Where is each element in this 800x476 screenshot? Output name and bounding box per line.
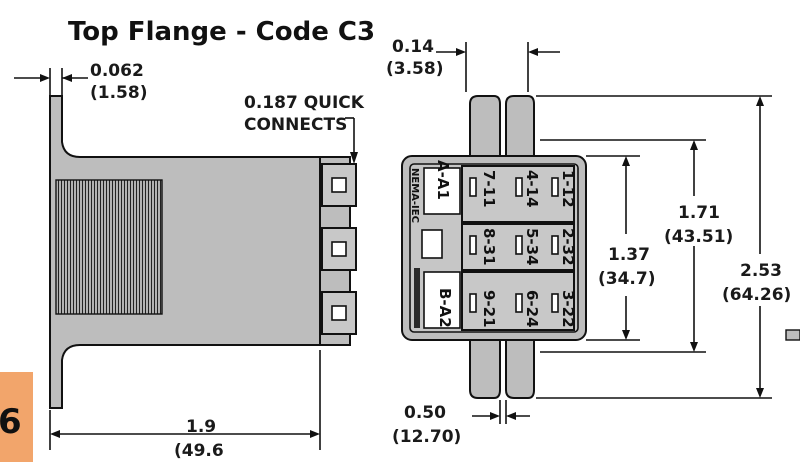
side-view: 0.062 (1.58) 0.187 QUICK CONNECTS 1.9 (4… <box>14 61 365 461</box>
coil-block-bottom <box>423 271 461 329</box>
front-bottom-tab-left <box>469 339 501 399</box>
page-number: 6 <box>0 402 22 442</box>
indicator-bar <box>414 268 420 328</box>
terminal-slots <box>469 177 559 313</box>
terminal-5-34: 5-34 <box>523 228 541 266</box>
coil-block-top <box>423 167 461 215</box>
mid-height-mm-label: (43.51) <box>664 227 733 247</box>
terminal-slot-top <box>331 177 347 193</box>
coil-bottom-label: B-A2 <box>436 288 454 328</box>
vent-grille <box>55 179 163 315</box>
tab-width-mm-label: (3.58) <box>386 59 443 79</box>
flange-thickness-label: 0.062 <box>90 61 144 81</box>
terminal-7-11: 7-11 <box>480 170 498 208</box>
slot-spacing-label: 0.50 <box>404 403 446 423</box>
terminal-4-14: 4-14 <box>523 170 541 208</box>
front-view: NEMA-IEC A-A1 B-A2 7-11 4-14 1-12 8-31 5… <box>386 37 800 447</box>
terminal-9-21: 9-21 <box>480 290 498 328</box>
quick-connect-terminal-mid <box>321 227 357 271</box>
inner-height-label: 1.37 <box>608 245 650 265</box>
quick-connect-terminal-bottom <box>321 291 357 335</box>
terminal-slot-mid <box>331 241 347 257</box>
terminal-8-31: 8-31 <box>480 228 498 266</box>
tab-width-label: 0.14 <box>392 37 434 57</box>
coil-top-label: A-A1 <box>434 160 452 200</box>
overall-height-mm-label: (64.26) <box>722 285 791 305</box>
length-mm-label: (49.6 <box>174 441 224 461</box>
terminal-6-24: 6-24 <box>523 290 541 328</box>
overall-height-label: 2.53 <box>740 261 782 281</box>
front-top-tab-left <box>469 95 501 161</box>
terminal-2-32: 2-32 <box>559 228 577 266</box>
quick-connect-label-line2: CONNECTS <box>244 115 347 135</box>
quick-connect-label-line1: 0.187 QUICK <box>244 93 365 113</box>
page-number-tab <box>0 372 33 462</box>
page-title: Top Flange - Code C3 <box>68 17 375 47</box>
flange-thickness-mm-label: (1.58) <box>90 83 147 103</box>
front-top-tab-right <box>505 95 535 161</box>
terminal-slot-bottom <box>331 305 347 321</box>
center-window <box>421 229 443 259</box>
inner-height-mm-label: (34.7) <box>598 269 655 289</box>
mid-height-label: 1.71 <box>678 203 720 223</box>
length-label: 1.9 <box>186 417 216 437</box>
terminal-3-22: 3-22 <box>559 290 577 328</box>
next-part-edge <box>785 329 800 341</box>
slot-spacing-mm-label: (12.70) <box>392 427 461 447</box>
terminal-1-12: 1-12 <box>559 170 577 208</box>
front-bottom-tab-right <box>505 339 535 399</box>
nema-label: NEMA-IEC <box>409 168 420 223</box>
